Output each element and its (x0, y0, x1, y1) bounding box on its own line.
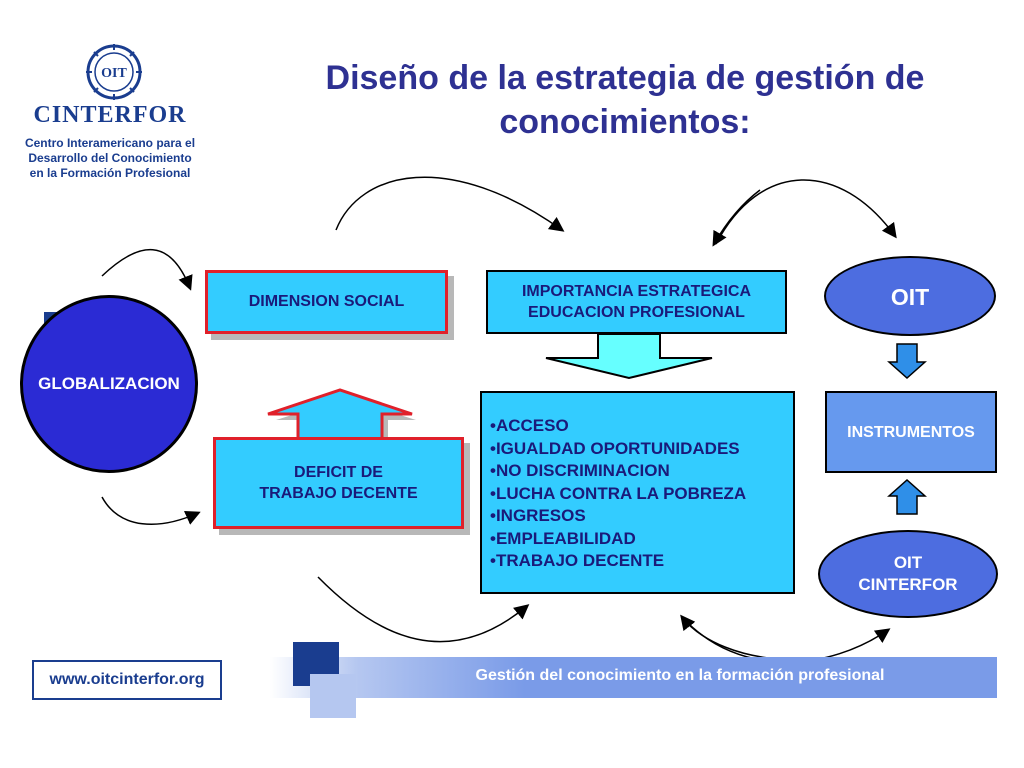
logo-subtitle-line: Centro Interamericano para el (24, 136, 196, 150)
deficit-line: TRABAJO DECENTE (259, 485, 418, 502)
oit-cinterfor-line: OIT (893, 553, 923, 572)
importancia-line: IMPORTANCIA ESTRATEGICA (521, 283, 752, 300)
up-block-arrow (267, 388, 413, 442)
list-item: •LUCHA CONTRA LA POBREZA (490, 483, 747, 503)
cinterfor-up-arrow (887, 478, 927, 515)
objetivos-list: •ACCESO •IGUALDAD OPORTUNIDADES •NO DISC… (490, 415, 795, 573)
list-item: •ACCESO (490, 416, 569, 435)
logo-subtitle-line: en la Formación Profesional (29, 166, 191, 180)
page-title: Diseño de la estrategia de gestión de co… (250, 56, 1000, 144)
list-item: •TRABAJO DECENTE (490, 551, 665, 570)
title-line: Diseño de la estrategia de gestión de (325, 59, 925, 97)
footer-square-light (310, 674, 356, 718)
curve-arrow-bottom-right (681, 616, 891, 663)
node-dimension-social: DIMENSION SOCIAL (205, 270, 448, 334)
list-item: •IGUALDAD OPORTUNIDADES (490, 438, 740, 458)
node-oit: OIT (824, 256, 996, 336)
curve-arrow-top-right-back (712, 189, 761, 247)
curve-arrow-globalizacion-dimension (101, 249, 193, 291)
list-item: •EMPLEABILIDAD (490, 528, 636, 548)
deficit-line: DEFICIT DE (294, 464, 383, 481)
list-item: •NO DISCRIMINACION (490, 461, 670, 480)
down-block-arrow (545, 333, 713, 380)
node-instrumentos: INSTRUMENTOS (825, 391, 997, 473)
logo-subtitle: Centro Interamericano para el Desarrollo… (10, 136, 210, 181)
footer-bar (270, 657, 997, 698)
title-line: conocimientos: (499, 103, 751, 141)
emblem-text: OIT (101, 66, 127, 81)
curve-arrow-globalizacion-deficit (101, 496, 201, 525)
node-deficit-trabajo-decente: DEFICIT DE TRABAJO DECENTE (213, 437, 464, 529)
node-globalizacion: GLOBALIZACION (20, 295, 198, 473)
logo-wordmark: CINTERFOR (33, 102, 187, 128)
list-item: •INGRESOS (490, 506, 586, 525)
oit-emblem-icon: OIT (86, 44, 142, 100)
oit-cinterfor-line: CINTERFOR (858, 575, 958, 594)
cinterfor-logo: OIT CINTERFOR Centro Interamericano para… (10, 42, 210, 182)
node-importancia-estrategica: IMPORTANCIA ESTRATEGICA EDUCACION PROFES… (486, 270, 787, 334)
curve-arrow-top-right (715, 179, 897, 245)
curve-arrow-bottom-center (317, 576, 530, 643)
oit-down-arrow (887, 343, 927, 380)
importancia-line: EDUCACION PROFESIONAL (528, 304, 745, 321)
node-oit-cinterfor: OIT CINTERFOR (818, 530, 998, 618)
footer-tagline: Gestión del conocimiento en la formación… (475, 667, 885, 684)
curve-arrow-top-center (335, 176, 565, 232)
curve-arrow-bottom-right-back (680, 614, 801, 661)
logo-subtitle-line: Desarrollo del Conocimiento (28, 151, 192, 165)
node-objetivos-box (480, 391, 795, 594)
website-link[interactable]: www.oitcinterfor.org (32, 660, 222, 700)
